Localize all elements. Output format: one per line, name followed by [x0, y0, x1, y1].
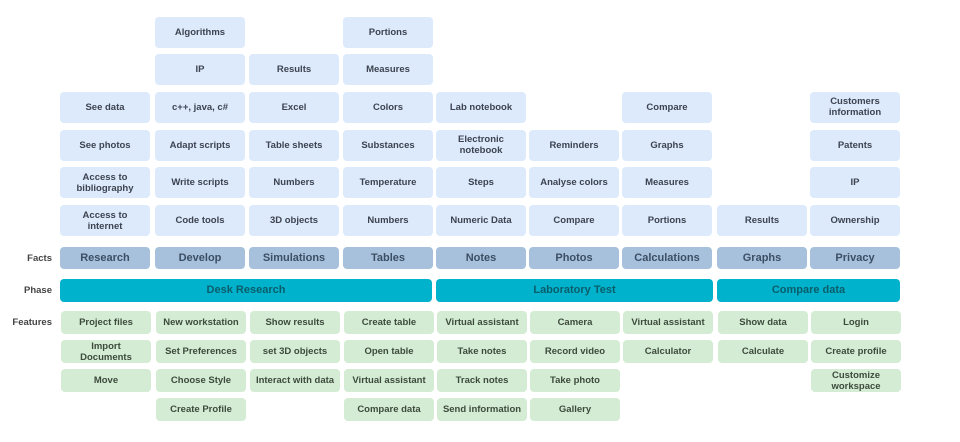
- fact-item: Portions: [622, 205, 712, 236]
- feature-item: Take notes: [437, 340, 527, 363]
- fact-item: Electronic notebook: [436, 129, 526, 161]
- fact-header: Notes: [436, 247, 526, 269]
- fact-header: Simulations: [249, 247, 339, 269]
- feature-item: Record video: [530, 340, 620, 363]
- phase-bar: Desk Research: [60, 279, 432, 302]
- feature-item: Take photo: [530, 369, 620, 392]
- fact-item: See photos: [60, 129, 150, 161]
- fact-header: Tables: [343, 247, 433, 269]
- fact-item: Excel: [249, 91, 339, 123]
- row-label-facts: Facts: [27, 253, 52, 264]
- feature-item: Create Profile: [156, 398, 246, 421]
- feature-item: Show results: [250, 311, 340, 334]
- fact-item: Code tools: [155, 205, 245, 236]
- feature-item: Virtual assistant: [623, 311, 713, 334]
- fact-item: Compare: [622, 91, 712, 123]
- fact-header: Calculations: [622, 247, 712, 269]
- fact-item: IP: [810, 167, 900, 199]
- fact-item: Patents: [810, 129, 900, 161]
- fact-item: Results: [249, 54, 339, 86]
- feature-item: Show data: [718, 311, 808, 334]
- feature-item: Set Preferences: [156, 340, 246, 363]
- fact-item: Customers information: [810, 91, 900, 123]
- fact-item: Temperature: [343, 167, 433, 199]
- fact-item: Numeric Data: [436, 205, 526, 236]
- fact-item: Numbers: [343, 205, 433, 236]
- feature-item: Move: [61, 369, 151, 392]
- fact-item: Table sheets: [249, 129, 339, 161]
- fact-header: Develop: [155, 247, 245, 269]
- fact-item: Portions: [343, 16, 433, 48]
- fact-item: Substances: [343, 129, 433, 161]
- feature-item: Gallery: [530, 398, 620, 421]
- fact-header: Privacy: [810, 247, 900, 269]
- fact-item: Steps: [436, 167, 526, 199]
- fact-item: Analyse colors: [529, 167, 619, 199]
- fact-item: Write scripts: [155, 167, 245, 199]
- fact-item: Lab notebook: [436, 91, 526, 123]
- fact-item: See data: [60, 91, 150, 123]
- feature-item: Virtual assistant: [344, 369, 434, 392]
- phase-bar: Laboratory Test: [436, 279, 713, 302]
- fact-header: Photos: [529, 247, 619, 269]
- feature-item: Send information: [437, 398, 527, 421]
- fact-item: Access to internet: [60, 205, 150, 236]
- feature-item: Create table: [344, 311, 434, 334]
- row-label-phase: Phase: [24, 285, 52, 296]
- feature-item: set 3D objects: [250, 340, 340, 363]
- fact-header: Research: [60, 247, 150, 269]
- feature-item: Customize workspace: [811, 369, 901, 392]
- feature-item: Choose Style: [156, 369, 246, 392]
- feature-item: Virtual assistant: [437, 311, 527, 334]
- feature-item: Project files: [61, 311, 151, 334]
- fact-item: Measures: [622, 167, 712, 199]
- fact-item: Algorithms: [155, 16, 245, 48]
- feature-item: Create profile: [811, 340, 901, 363]
- feature-item: Calculator: [623, 340, 713, 363]
- feature-item: Import Documents: [61, 340, 151, 363]
- feature-item: Calculate: [718, 340, 808, 363]
- feature-item: Track notes: [437, 369, 527, 392]
- fact-item: 3D objects: [249, 205, 339, 236]
- fact-item: Ownership: [810, 205, 900, 236]
- fact-item: Numbers: [249, 167, 339, 199]
- fact-item: Reminders: [529, 129, 619, 161]
- fact-item: IP: [155, 54, 245, 86]
- fact-item: Compare: [529, 205, 619, 236]
- phase-bar: Compare data: [717, 279, 900, 302]
- feature-item: Login: [811, 311, 901, 334]
- fact-item: Graphs: [622, 129, 712, 161]
- fact-item: Adapt scripts: [155, 129, 245, 161]
- feature-item: New workstation: [156, 311, 246, 334]
- feature-item: Open table: [344, 340, 434, 363]
- fact-item: Access to bibliography: [60, 167, 150, 199]
- feature-item: Compare data: [344, 398, 434, 421]
- fact-header: Graphs: [717, 247, 807, 269]
- fact-item: Measures: [343, 54, 433, 86]
- fact-item: Colors: [343, 91, 433, 123]
- feature-item: Interact with data: [250, 369, 340, 392]
- fact-item: Results: [717, 205, 807, 236]
- feature-item: Camera: [530, 311, 620, 334]
- fact-item: c++, java, c#: [155, 91, 245, 123]
- row-label-features: Features: [12, 317, 52, 328]
